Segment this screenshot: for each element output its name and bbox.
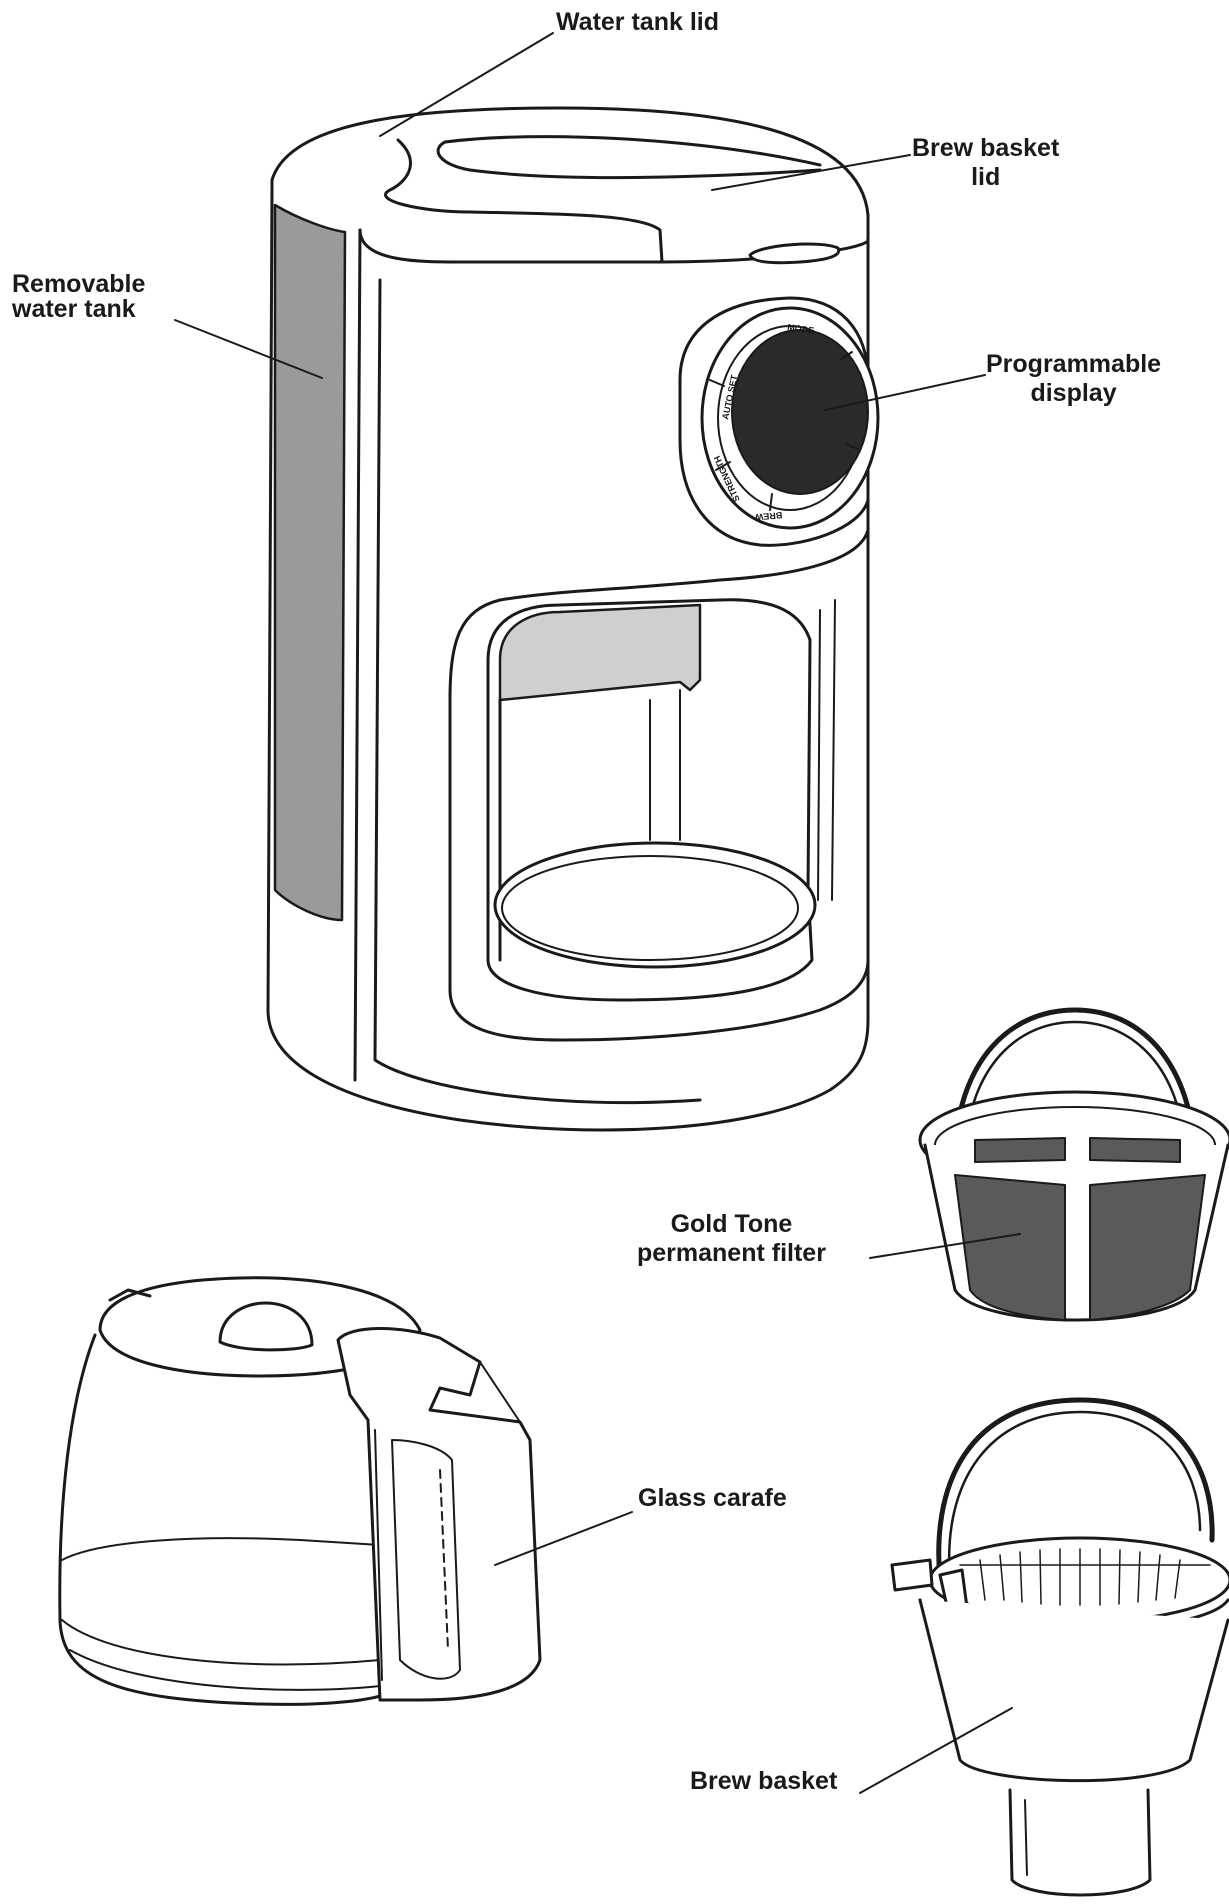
water-tank-panel [273, 203, 347, 922]
label-water-tank-lid: Water tank lid [556, 8, 719, 36]
glass-carafe [58, 1276, 542, 1706]
coffee-maker [266, 106, 880, 1132]
leader-lines [174, 32, 1021, 1794]
label-programmable-display: Programmable display [986, 350, 1162, 407]
label-brew-basket-lid: Brew basket lid [912, 134, 1060, 191]
filter-mesh-left [954, 1174, 1066, 1321]
label-brew-basket: Brew basket [690, 1767, 838, 1795]
label-glass-carafe: Glass carafe [638, 1484, 787, 1512]
label-removable-water-tank: Removable water tank [12, 270, 146, 323]
display-screen [731, 329, 869, 495]
programmable-display [678, 296, 880, 547]
filter-mesh-right [1089, 1174, 1206, 1321]
gold-tone-filter [918, 1007, 1229, 1322]
label-gold-tone-filter: Gold Tone permanent filter [637, 1210, 826, 1267]
brew-basket [890, 1397, 1229, 1897]
